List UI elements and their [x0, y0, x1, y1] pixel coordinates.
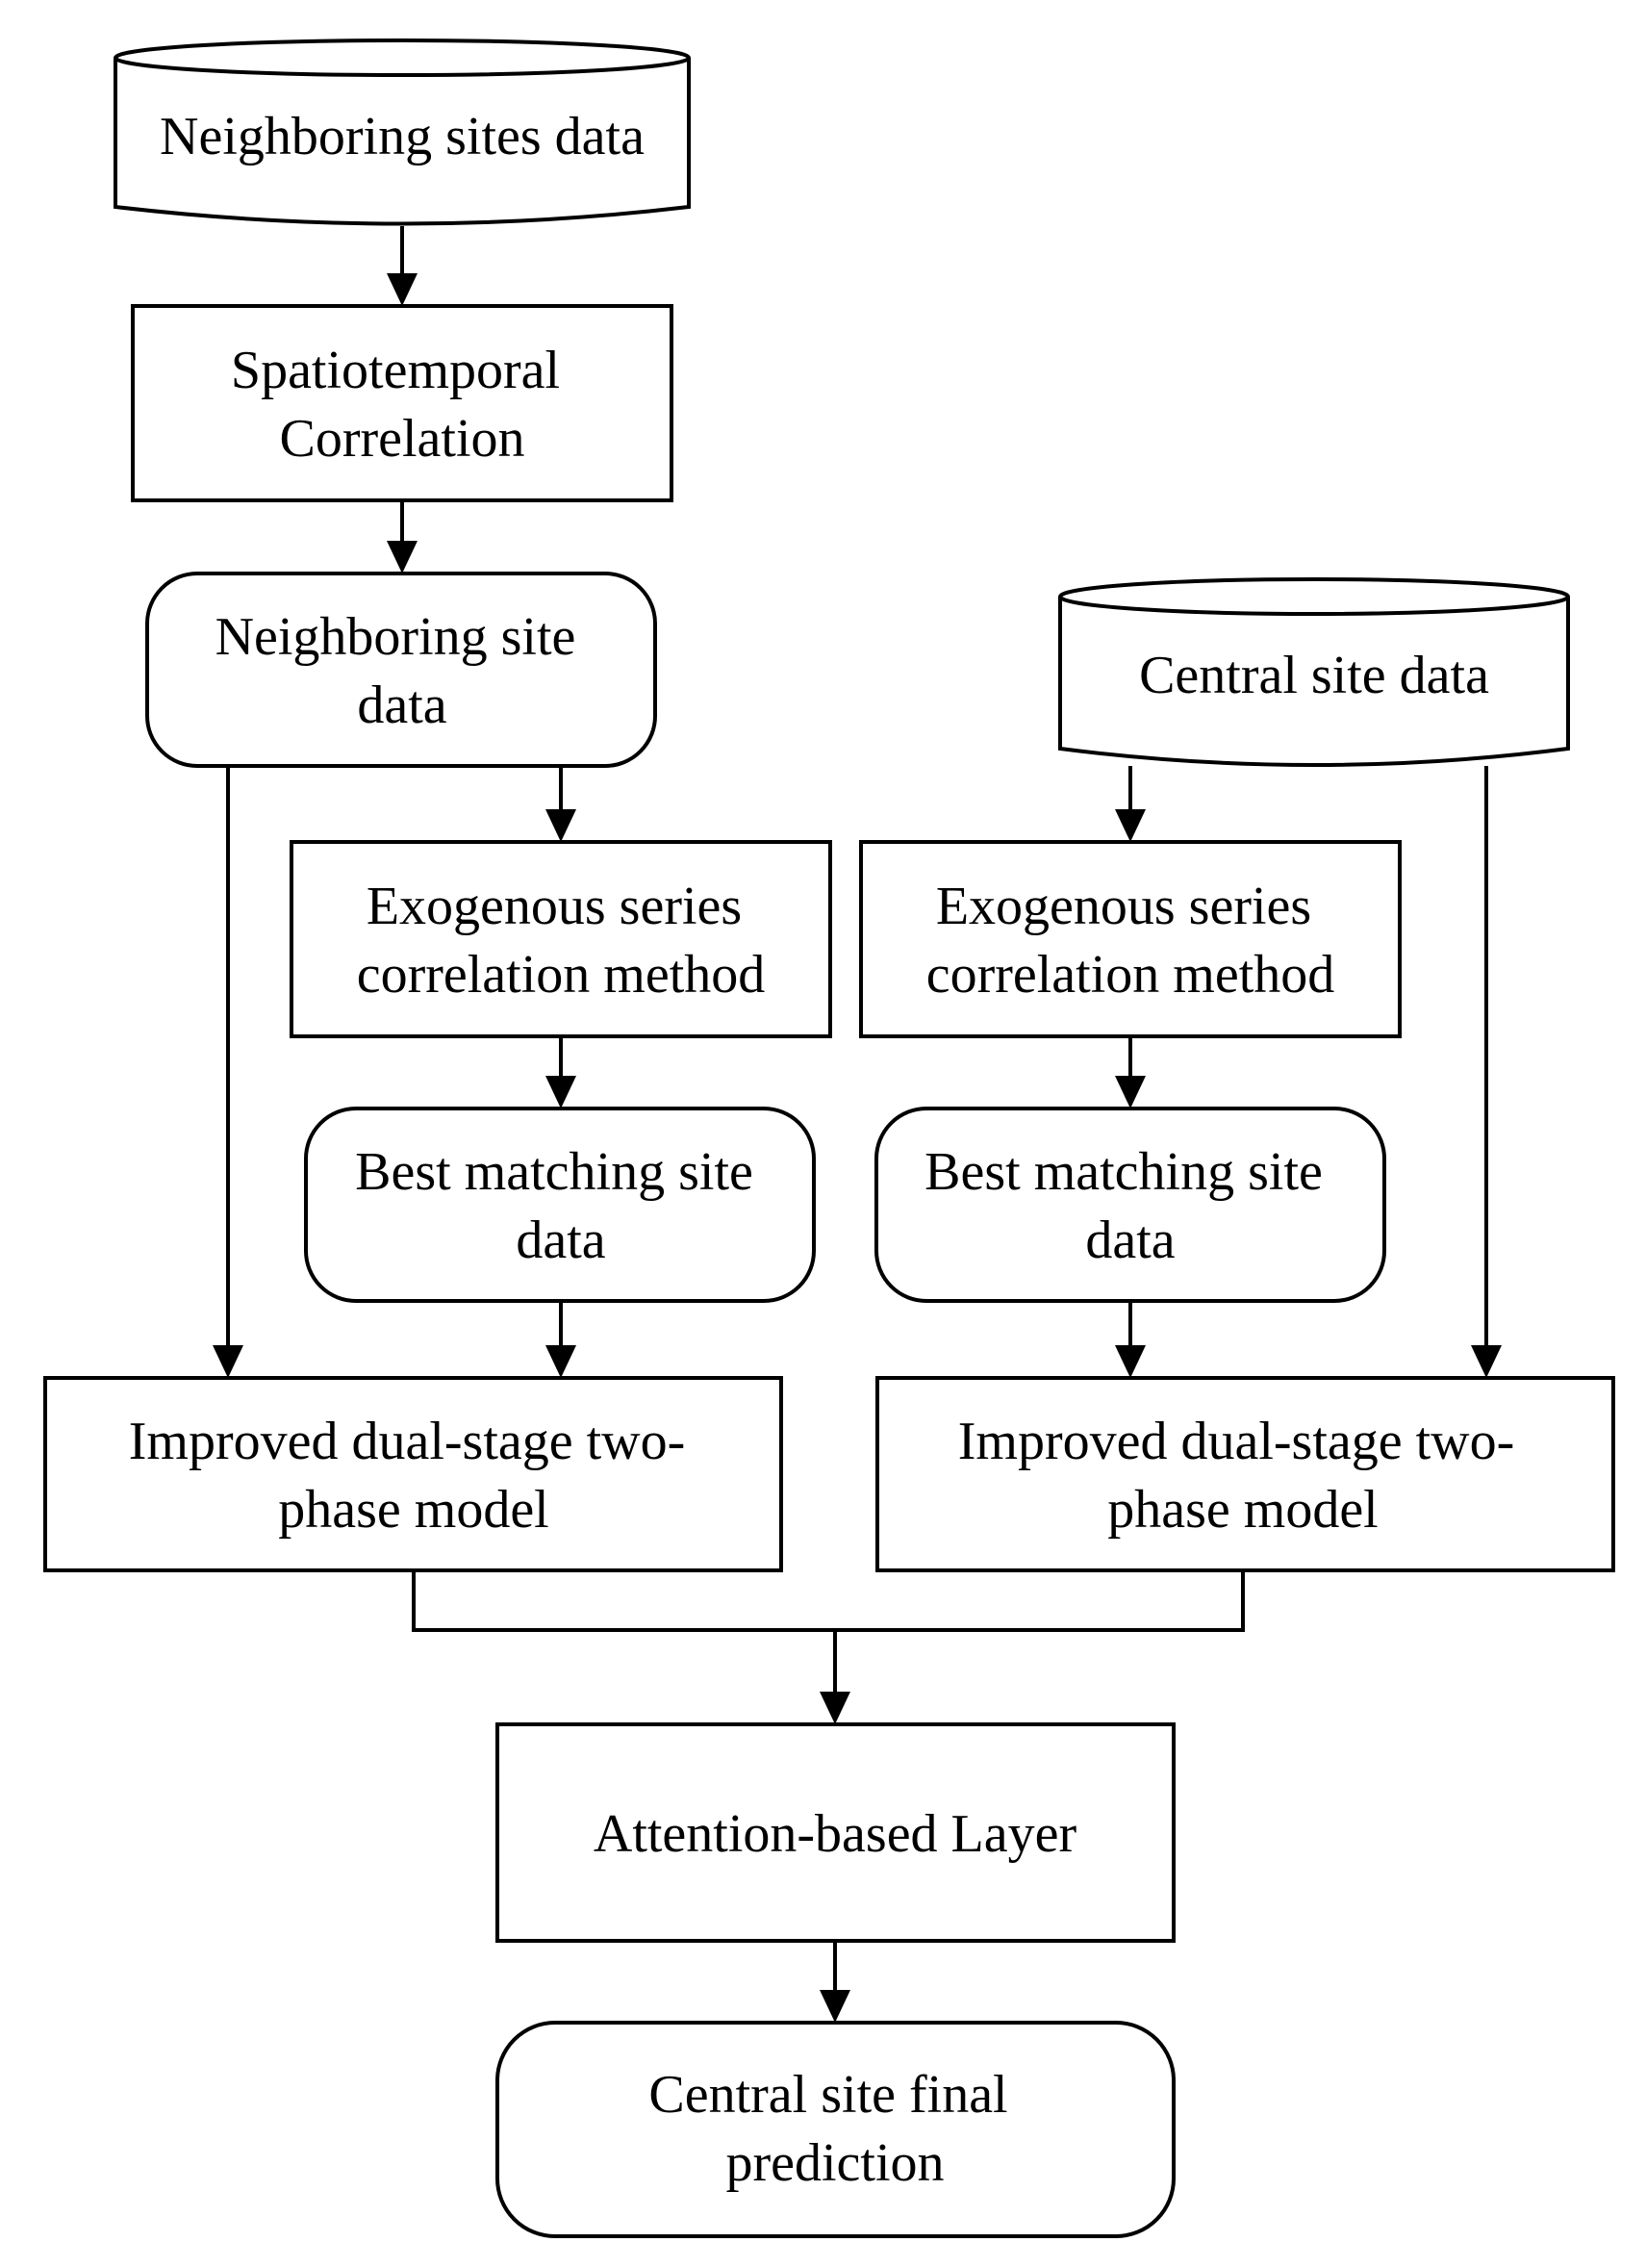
arrowhead-db-to-spatiotemporal [387, 273, 418, 306]
neighboring-site-data-label: Neighboring site data [215, 607, 590, 735]
arrowhead-exo-right-to-best-right [1115, 1076, 1146, 1109]
best-matching-left-label: Best matching site data [355, 1142, 767, 1270]
attention-layer-label: Attention-based Layer [594, 1804, 1077, 1864]
arrowhead-attention-to-final [820, 1990, 850, 2023]
best-matching-right-label: Best matching site data [924, 1142, 1336, 1270]
arrowhead-neighboring-to-model-left [213, 1345, 243, 1378]
central-site-database [1058, 577, 1570, 767]
exogenous-correlation-left-label: Exogenous series correlation method [357, 877, 766, 1005]
improved-model-left-label: Improved dual-stage two- phase model [129, 1412, 698, 1540]
improved-model-right-label: Improved dual-stage two- phase model [958, 1412, 1528, 1540]
arrowhead-exo-left-to-best-left [545, 1076, 576, 1109]
exogenous-correlation-right-label: Exogenous series correlation method [926, 877, 1335, 1005]
improved-model-right-box [875, 1376, 1615, 1572]
arrowhead-best-left-to-model-left [545, 1345, 576, 1378]
improved-model-left-box [43, 1376, 783, 1572]
exogenous-correlation-left-box [290, 840, 832, 1038]
arrowhead-best-right-to-model-right [1115, 1345, 1146, 1378]
arrowhead-spatiotemporal-to-neighboring [387, 541, 418, 573]
arrowhead-neighboring-to-exo-left [545, 809, 576, 842]
spatiotemporal-correlation-label: Spatiotemporal Correlation [231, 341, 573, 469]
final-prediction-label: Central site final prediction [648, 2065, 1021, 2193]
exogenous-correlation-right-box [859, 840, 1402, 1038]
arrowhead-merge-to-attention [820, 1692, 850, 1724]
arrowhead-central-db-to-model-right [1471, 1345, 1502, 1378]
spatiotemporal-correlation-box [131, 304, 673, 502]
arrowhead-central-db-to-exo-right [1115, 809, 1146, 842]
neighboring-sites-database-label: Neighboring sites data [160, 107, 645, 166]
final-prediction-box [495, 2021, 1176, 2238]
neighboring-sites-database [114, 38, 691, 226]
merge-connector [412, 1570, 1245, 1632]
central-site-database-label: Central site data [1139, 646, 1489, 705]
best-matching-left-box [304, 1107, 816, 1303]
neighboring-site-data-box [145, 572, 657, 768]
best-matching-right-box [874, 1107, 1386, 1303]
